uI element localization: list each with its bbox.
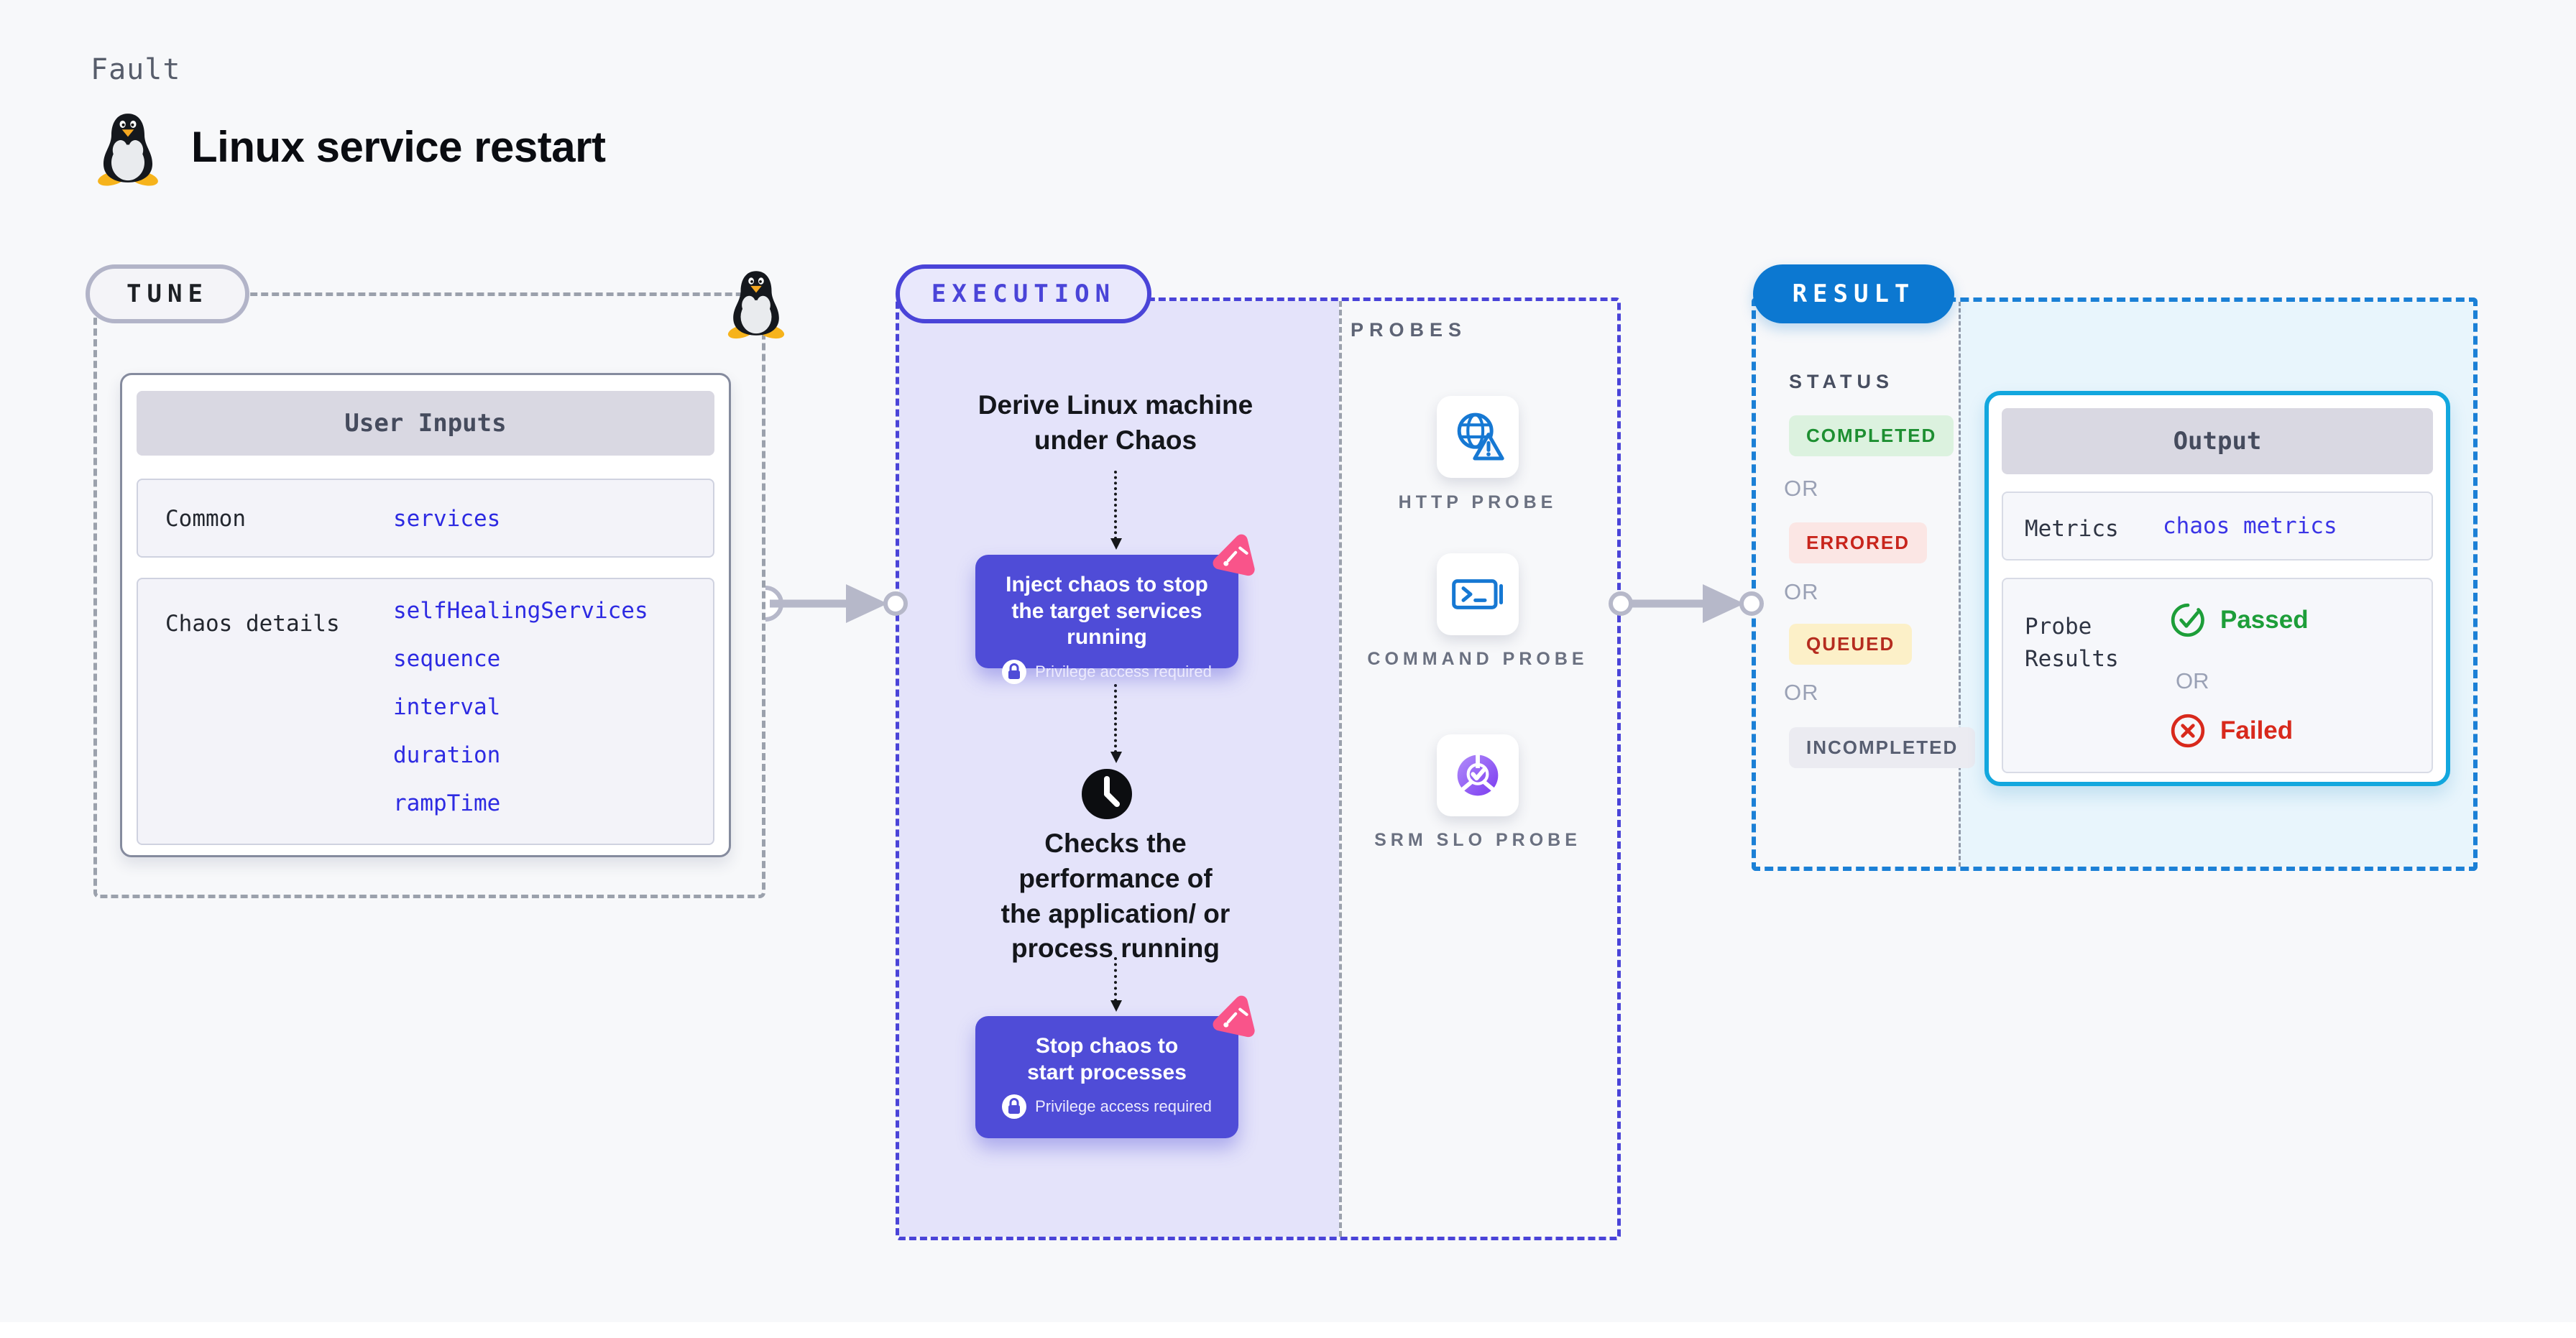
row-value: chaos metrics <box>2163 513 2337 539</box>
execution-section-pill: EXECUTION <box>896 264 1151 323</box>
down-arrow-icon <box>1110 471 1122 550</box>
row-value: duration <box>393 742 501 768</box>
down-arrow-icon <box>1110 684 1122 763</box>
probe-label: SRM SLO PROBE <box>1374 830 1581 850</box>
page-bottom-strip <box>0 1322 2576 1338</box>
tune-section-pill: TUNE <box>86 264 249 323</box>
down-arrow-icon <box>1110 957 1122 1012</box>
slo-donut-icon <box>1457 754 1499 796</box>
step-title: Stop chaos to start processes <box>1027 1034 1187 1084</box>
user-inputs-card: User Inputs Common services Chaos detail… <box>120 373 731 857</box>
chaos-pink-icon <box>1204 530 1260 586</box>
lock-icon <box>1002 659 1027 684</box>
check-circle-icon <box>2171 603 2204 637</box>
privilege-badge-label: Privilege access required <box>1035 1097 1212 1116</box>
fault-kicker: Fault <box>91 53 181 86</box>
tune-section-box <box>93 292 765 898</box>
row-value: rampTime <box>393 790 501 816</box>
status-badge-completed: COMPLETED <box>1789 415 1954 456</box>
terminal-icon <box>1452 579 1503 609</box>
status-badge-queued: QUEUED <box>1789 624 1913 665</box>
or-separator: OR <box>2176 668 2209 693</box>
failed-label: Failed <box>2220 716 2294 744</box>
or-separator: OR <box>1784 476 1819 501</box>
user-inputs-header: User Inputs <box>137 391 714 456</box>
privilege-badge: Privilege access required <box>975 659 1238 684</box>
stop-chaos-step: Stop chaos to start processes Privilege … <box>975 1016 1238 1138</box>
status-badge-incompleted: INCOMPLETED <box>1789 727 1976 768</box>
output-header: Output <box>2002 408 2433 474</box>
row-value: services <box>393 506 501 532</box>
status-output-divider <box>1959 302 1961 867</box>
passed-verdict: Passed <box>2170 602 2309 638</box>
metrics-row: Metrics chaos metrics <box>2002 492 2433 560</box>
row-label: Metrics <box>2025 516 2119 542</box>
page-title: Linux service restart <box>191 123 606 171</box>
row-label: Common <box>165 506 246 532</box>
failed-verdict: Failed <box>2170 713 2293 749</box>
srm-slo-probe-card <box>1437 734 1519 816</box>
tune-to-execution-arrow <box>765 584 908 623</box>
tux-penguin-icon <box>96 114 160 187</box>
probe-results-row: Probe Results Passed OR Failed <box>2002 578 2433 773</box>
derive-step-text: Derive Linux machine under Chaos <box>978 390 1254 455</box>
execution-to-result-arrow <box>1609 584 1764 623</box>
probes-heading: PROBES <box>1351 319 1468 341</box>
row-label: Chaos details <box>165 611 340 637</box>
row-value: selfHealingServices <box>393 598 648 624</box>
status-heading: STATUS <box>1789 371 1894 392</box>
row-value: sequence <box>393 646 501 672</box>
checks-step-text: Checks the performance of the applicatio… <box>1000 829 1230 964</box>
inject-chaos-step: Inject chaos to stop the target services… <box>975 555 1238 684</box>
x-circle-icon <box>2171 714 2205 748</box>
probe-label: COMMAND PROBE <box>1367 649 1588 669</box>
or-separator: OR <box>1784 680 1819 705</box>
privilege-badge: Privilege access required <box>975 1094 1238 1120</box>
row-label: Probe Results <box>2025 614 2119 672</box>
passed-label: Passed <box>2220 606 2309 634</box>
command-probe-card <box>1437 553 1519 635</box>
clock-icon <box>1082 769 1132 819</box>
execution-probes-divider <box>1339 301 1342 1237</box>
lock-icon <box>1002 1094 1027 1120</box>
globe-alert-icon <box>1457 412 1504 461</box>
user-inputs-row-common: Common services <box>137 479 714 558</box>
chaos-pink-icon <box>1204 992 1260 1048</box>
output-card: Output Metrics chaos metrics Probe Resul… <box>1984 391 2450 786</box>
http-probe-card <box>1437 396 1519 478</box>
privilege-badge-label: Privilege access required <box>1035 662 1212 680</box>
row-value: interval <box>393 694 501 720</box>
tux-penguin-icon <box>726 271 786 339</box>
probe-label: HTTP PROBE <box>1398 492 1558 512</box>
or-separator: OR <box>1784 579 1819 604</box>
result-section-pill: RESULT <box>1753 264 1954 323</box>
step-title: Inject chaos to stop the target services… <box>1006 573 1208 650</box>
user-inputs-row-chaos-details: Chaos details selfHealingServices sequen… <box>137 578 714 845</box>
status-badge-errored: ERRORED <box>1789 522 1928 563</box>
